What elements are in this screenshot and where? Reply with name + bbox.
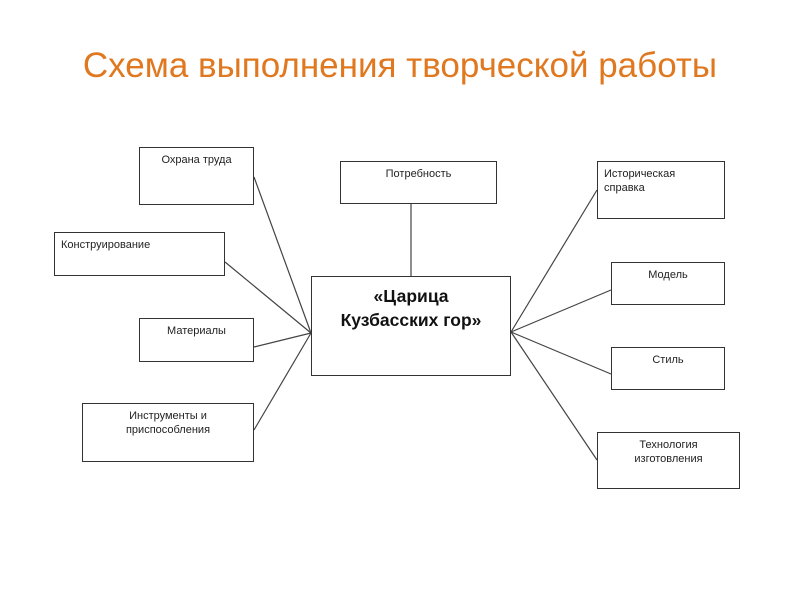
node-potrebnost: Потребность <box>340 161 497 204</box>
center-node-line-1: «Царица <box>373 286 449 306</box>
center-node-line-2: Кузбасских гор» <box>340 310 482 330</box>
node-istoricheskaya-spravka-label: Историческая справка <box>604 168 676 194</box>
connector-right-3 <box>510 331 612 375</box>
node-instrumenty: Инструменты и приспособления <box>82 403 254 462</box>
node-stil: Стиль <box>611 347 725 390</box>
connector-left-1 <box>253 176 312 334</box>
node-tekhnologiya-label: Технология изготовления <box>634 439 703 465</box>
node-okhrana-truda-label: Охрана труда <box>161 154 232 166</box>
connector-right-2 <box>510 289 612 333</box>
node-materialy: Материалы <box>139 318 254 362</box>
node-konstruirovanie: Конструирование <box>54 232 225 276</box>
connector-right-1 <box>510 189 598 333</box>
connector-left-3 <box>253 332 312 348</box>
node-instrumenty-label: Инструменты и приспособления <box>125 410 211 436</box>
node-materialy-label: Материалы <box>167 325 226 337</box>
connector-left-2 <box>224 261 312 334</box>
node-potrebnost-label: Потребность <box>385 168 452 180</box>
node-stil-label: Стиль <box>652 354 684 366</box>
node-okhrana-truda: Охрана труда <box>139 147 254 205</box>
node-konstruirovanie-label: Конструирование <box>61 239 151 251</box>
node-tekhnologiya: Технология изготовления <box>597 432 740 489</box>
center-node: «Царица Кузбасских гор» <box>311 276 511 376</box>
node-model: Модель <box>611 262 725 305</box>
node-istoricheskaya-spravka: Историческая справка <box>597 161 725 219</box>
node-model-label: Модель <box>648 269 688 281</box>
connector-left-4 <box>253 332 312 431</box>
connector-right-4 <box>510 331 598 461</box>
page-title: Схема выполнения творческой работы <box>82 46 718 85</box>
